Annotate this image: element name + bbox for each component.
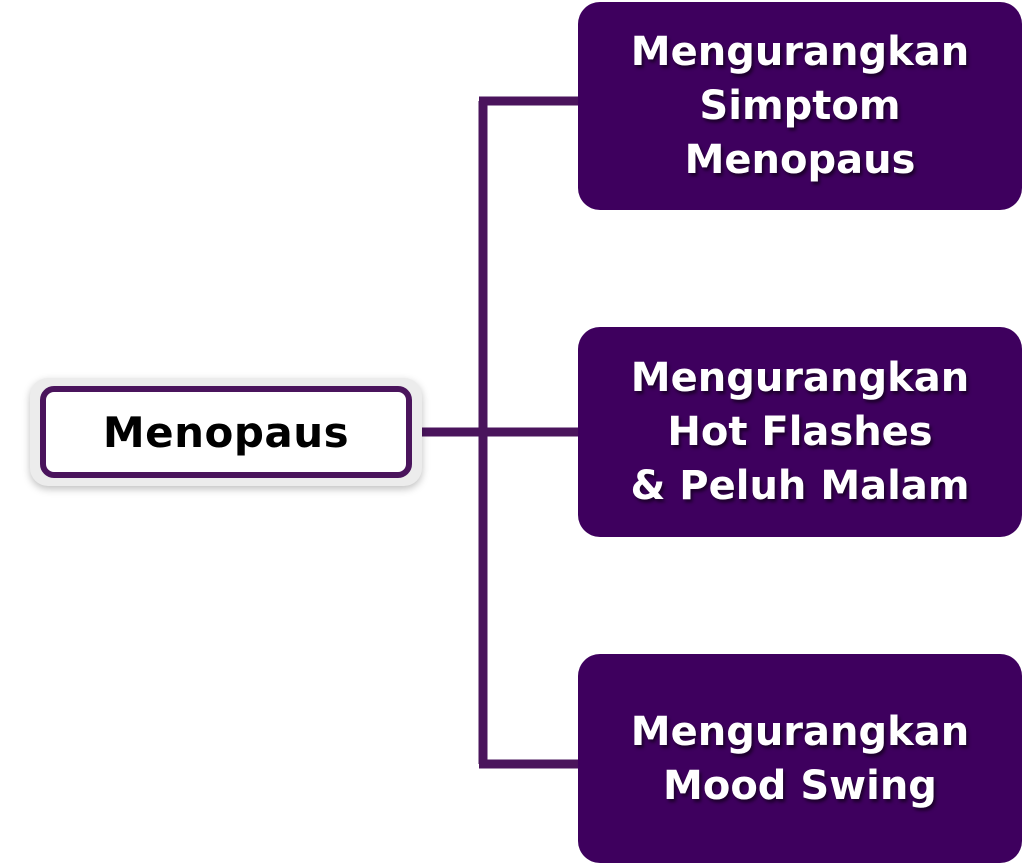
child-node-symptoms: Mengurangkan Simptom Menopaus xyxy=(578,2,1022,210)
child-label-line: Mengurangkan xyxy=(630,708,970,755)
child-label: Mengurangkan Mood Swing xyxy=(631,705,969,813)
child-node-hot-flashes: Mengurangkan Hot Flashes & Peluh Malam xyxy=(578,327,1022,537)
child-label-line: Hot Flashes xyxy=(667,409,933,455)
child-label-line: Mood Swing xyxy=(663,762,937,809)
root-label: Menopaus xyxy=(102,407,350,457)
child-label: Mengurangkan Hot Flashes & Peluh Malam xyxy=(630,351,969,513)
child-label-line: Menopaus xyxy=(684,137,916,183)
child-label: Mengurangkan Simptom Menopaus xyxy=(631,25,969,187)
root-node-frame: Menopaus xyxy=(40,386,412,478)
child-label-line: Mengurangkan xyxy=(630,29,970,75)
child-label-line: Mengurangkan xyxy=(630,355,970,401)
child-label-line: Simptom xyxy=(699,83,901,129)
child-label-line: & Peluh Malam xyxy=(630,463,970,509)
child-node-mood-swing: Mengurangkan Mood Swing xyxy=(578,654,1022,863)
root-node: Menopaus xyxy=(30,378,422,486)
